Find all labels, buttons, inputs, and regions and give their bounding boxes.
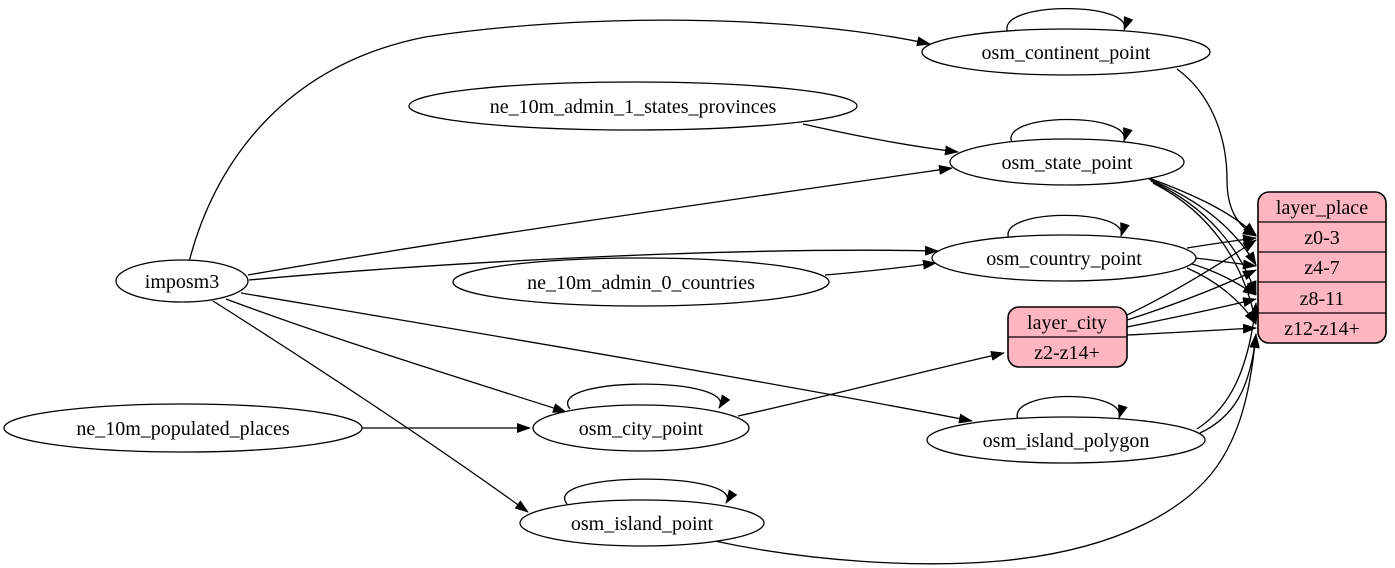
node-ne-10m-admin-0-countries: ne_10m_admin_0_countries [452, 257, 830, 307]
node-ne-10m-admin-1-states-provinces: ne_10m_admin_1_states_provinces [408, 81, 858, 131]
record-layer-city-title: layer_city [1027, 312, 1107, 334]
edge-osm-city-point-to-layer-city [737, 350, 1005, 417]
edge-imposm3-to-osm-state-point [247, 164, 953, 276]
node-osm-state-point-shape [949, 138, 1185, 186]
record-row-z12-z14: z12-z14+ [1284, 318, 1360, 340]
node-osm-country-point-label: osm_country_point [986, 248, 1142, 270]
edge-layer-city-to-layer-place-z4-7 [1126, 269, 1257, 321]
edge-osm-state-point-to-layer-place-z4-7 [1148, 178, 1257, 266]
self-loop-osm-continent-point [1006, 8, 1134, 34]
node-osm-country-point-shape [931, 234, 1197, 282]
self-loop-osm-island-polygon [1016, 395, 1128, 421]
node-ne-10m-admin-1-states-provinces-shape [408, 81, 858, 131]
edge-imposm3-to-osm-city-point [225, 298, 567, 413]
self-loop-osm-state-point [1010, 118, 1133, 144]
node-ne-10m-populated-places: ne_10m_populated_places [3, 403, 363, 453]
record-row-z0-3: z0-3 [1304, 227, 1340, 249]
record-row-z2-z14: z2-z14+ [1034, 342, 1100, 364]
edge-imposm3-to-osm-island-point [212, 300, 529, 513]
edge-ne-10m-admin-1-states-provinces-to-osm-state-point [802, 123, 959, 156]
self-loop-osm-island-point [563, 478, 738, 505]
edge-osm-island-polygon-to-layer-place-z8-11 [1196, 302, 1260, 430]
edge-osm-country-point-to-layer-place-z8-11 [1191, 263, 1257, 296]
node-osm-continent-point-label: osm_continent_point [982, 42, 1151, 64]
record-layer-place-title: layer_place [1276, 197, 1368, 219]
edge-imposm3-to-osm-continent-point [188, 19, 931, 263]
edge-osm-state-point-to-layer-place-z0-3 [1145, 176, 1257, 236]
self-loop-osm-country-point [1007, 214, 1130, 240]
edge-imposm3-to-osm-country-point [248, 245, 939, 281]
node-osm-country-point: osm_country_point [931, 234, 1197, 282]
node-ne-10m-populated-places-shape [3, 403, 363, 453]
node-osm-state-point-label: osm_state_point [1001, 152, 1133, 174]
node-imposm3: imposm3 [115, 259, 249, 303]
record-row-z4-7: z4-7 [1304, 257, 1340, 279]
node-osm-island-polygon-shape [926, 416, 1206, 464]
edge-osm-island-point-to-layer-place-z12-z14 [709, 333, 1260, 565]
node-osm-island-point: osm_island_point [519, 499, 765, 547]
edge-layer-city-to-layer-place-z12-z14 [1126, 323, 1257, 336]
node-ne-10m-populated-places-label: ne_10m_populated_places [76, 418, 289, 440]
edge-osm-country-point-to-layer-place-z12-z14 [1186, 267, 1257, 325]
node-osm-island-polygon: osm_island_polygon [926, 416, 1206, 464]
node-osm-island-polygon-label: osm_island_polygon [983, 430, 1150, 452]
record-layer-place: layer_place z0-3 z4-7 z8-11 z12-z14+ [1257, 191, 1387, 344]
self-loop-osm-city-point [566, 383, 731, 410]
record-row-z8-11: z8-11 [1300, 288, 1345, 310]
node-osm-island-point-shape [519, 499, 765, 547]
record-layer-city: layer_city z2-z14+ [1007, 306, 1128, 368]
edge-layer-city-to-layer-place-z0-3 [1126, 239, 1257, 316]
record-layer-place-box [1257, 191, 1387, 344]
node-osm-city-point-shape [532, 404, 750, 452]
node-osm-continent-point-shape [921, 28, 1211, 76]
edge-ne-10m-admin-0-countries-to-osm-country-point [824, 259, 937, 276]
node-ne-10m-admin-0-countries-label: ne_10m_admin_0_countries [527, 272, 755, 294]
node-imposm3-shape [115, 259, 249, 303]
edge-osm-country-point-to-layer-place-z0-3 [1186, 234, 1257, 249]
node-osm-city-point: osm_city_point [532, 404, 750, 452]
node-ne-10m-admin-0-countries-shape [452, 257, 830, 307]
edge-imposm3-to-osm-island-polygon [240, 292, 973, 424]
edge-group [188, 8, 1260, 565]
node-imposm3-label: imposm3 [145, 271, 219, 293]
edge-osm-continent-point-to-layer-place-z0-3 [1176, 68, 1257, 237]
node-osm-state-point: osm_state_point [949, 138, 1185, 186]
node-ne-10m-admin-1-states-provinces-label: ne_10m_admin_1_states_provinces [490, 96, 777, 118]
edge-layer-city-to-layer-place-z8-11 [1126, 297, 1257, 328]
node-osm-city-point-label: osm_city_point [579, 418, 704, 440]
node-osm-continent-point: osm_continent_point [921, 28, 1211, 76]
node-osm-island-point-label: osm_island_point [571, 513, 714, 535]
